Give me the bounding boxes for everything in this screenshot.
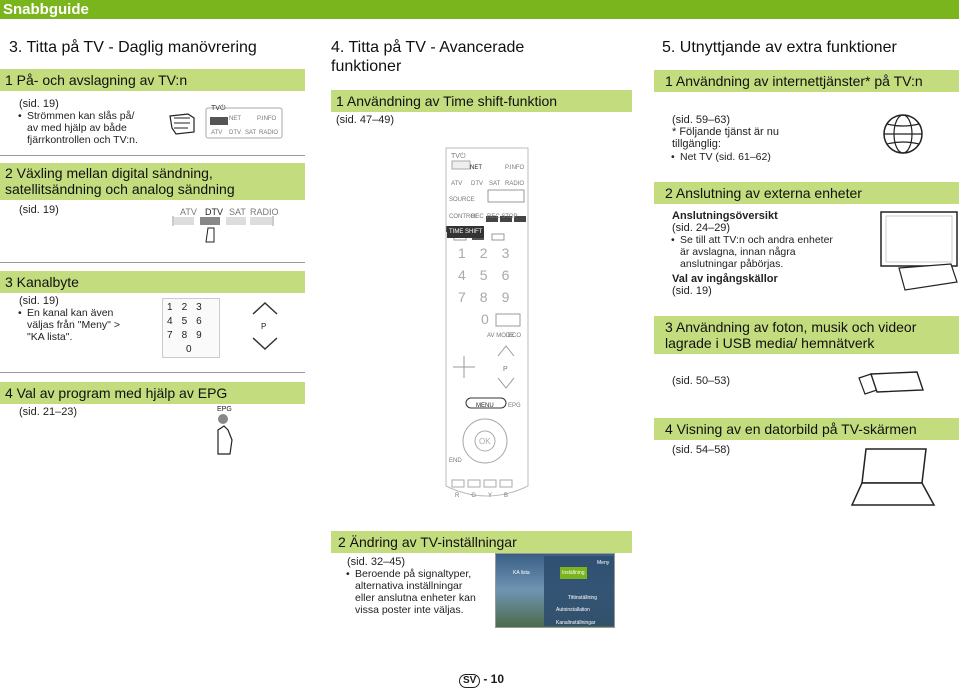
remote2-menu: MENU: [476, 403, 494, 409]
source-remote-illustration: [172, 216, 274, 243]
laptop-icon: [850, 448, 936, 506]
epg-button-hand-illustration: [217, 414, 233, 455]
remote2-pinfo: P.INFO: [505, 165, 525, 171]
col1-s3-bullet: En kanal kan även väljas från "Meny" > "…: [18, 307, 132, 343]
power-remote-illustration: [169, 107, 283, 139]
remote2-dtv: DTV: [471, 181, 483, 187]
col1-s3-heading: 3 Kanalbyte: [0, 271, 305, 293]
col1-s4-ref: (sid. 21–23): [19, 406, 78, 418]
col3-title: 5. Utnyttjande av extra funktioner: [662, 39, 897, 56]
remote2-keys-row-2: 456: [458, 267, 524, 283]
col1-s3-ref: (sid. 19): [19, 295, 59, 307]
col1-s1-heading: 1 På- och avslagning av TV:n: [0, 69, 305, 91]
col3-s2-sub1: Anslutningsöversikt: [672, 210, 778, 222]
col1-divider-2: [0, 262, 305, 263]
keypad-row-2: 456: [167, 316, 211, 327]
remote2-avmode: AV MODE: [487, 333, 515, 339]
bottom-ref: (sid. 32–45): [347, 556, 406, 568]
remote2-radio: RADIO: [505, 181, 525, 187]
remote2-control: CONTROL: [449, 214, 479, 220]
remote2-timeshift: TIME SHIFT: [447, 226, 485, 238]
col1-divider-3: [0, 372, 305, 373]
pointing-hand-icon: [217, 425, 233, 455]
remote-dtv-small-label: DTV: [229, 130, 241, 136]
remote2-atv: ATV: [451, 181, 463, 187]
menu-screen-title: Meny: [597, 560, 610, 566]
keypad-row-3: 789: [167, 330, 211, 341]
col3-s1-ref: (sid. 59–63): [672, 114, 731, 126]
globe-icon: [883, 114, 923, 154]
col3-s1-heading: 1 Användning av internettjänster* på TV:…: [654, 70, 959, 92]
remote2-source: SOURCE: [449, 197, 475, 203]
language-badge: SV: [459, 674, 481, 688]
channel-p-label: P: [261, 322, 267, 331]
remote2-p: P: [503, 366, 508, 373]
epg-button-label: EPG: [217, 406, 232, 413]
remote2-tv: TV⏻: [451, 153, 466, 160]
remote2-net: NET: [470, 165, 482, 171]
col1-s1-bullet: Strömmen kan slås på/ av med hjälp av bå…: [18, 110, 147, 146]
radio-button-label: RADIO: [250, 207, 279, 217]
col3-s2-bullet: Se till att TV:n och andra enheter är av…: [671, 234, 840, 270]
col3-s3-heading: 3 Användning av foton, musik och videor …: [654, 316, 959, 354]
col3-s2-ref1: (sid. 24–29): [672, 222, 731, 234]
remote-net-label: NET: [229, 116, 241, 122]
keypad-row-1: 123: [167, 302, 211, 313]
usb-stick-icon: [858, 371, 924, 395]
remote2-keys-row-1: 123: [458, 245, 524, 261]
remote-sat-small-label: SAT: [245, 130, 257, 136]
col3-s3-ref: (sid. 50–53): [672, 375, 731, 387]
col1-s1-ref: (sid. 19): [19, 98, 59, 110]
page-number: SV- 10: [459, 672, 504, 688]
menu-screen-installning: Inställning: [560, 567, 587, 579]
bottom-heading: 2 Ändring av TV-inställningar: [331, 531, 632, 553]
remote-pinfo-label: P.INFO: [257, 116, 277, 122]
col3-s1-note: * Följande tjänst är nu tillgänglig:: [672, 126, 780, 150]
menu-screen-kanalinstallningar: Kanalinställningar: [556, 620, 596, 626]
menu-screen-ka-lista: KA lista: [513, 570, 530, 576]
channel-updown-icon: [252, 301, 278, 351]
bottom-bullet: Beroende på signaltyper, alternativa ins…: [346, 568, 485, 616]
remote-tv-label: TV⏻: [211, 105, 226, 112]
tv-and-player-icon: [880, 211, 958, 291]
atv-button-label: ATV: [180, 207, 197, 217]
pointing-hand-icon: [169, 113, 195, 135]
col3-s1-bullet: Net TV (sid. 61–62): [671, 151, 800, 163]
col2-s1-ref: (sid. 47–49): [336, 114, 395, 126]
menu-screen-autoinstallation: Autoinstallation: [556, 607, 590, 613]
channel-keypad: [162, 298, 220, 358]
remote2-rec: REC: [471, 214, 484, 220]
col1-s2-ref: (sid. 19): [19, 204, 59, 216]
col3-s4-heading: 4 Visning av en datorbild på TV-skärmen: [654, 418, 959, 440]
remote2-keys-row-4: 0: [481, 311, 489, 327]
col3-s2-sub2: Val av ingångskällor: [672, 273, 778, 285]
remote2-eco: ECO: [508, 333, 522, 339]
col3-s2-heading: 2 Anslutning av externa enheter: [654, 182, 959, 204]
col3-s4-ref: (sid. 54–58): [672, 444, 731, 456]
remote2-color-keys: RGYB: [455, 493, 521, 499]
menu-screen-tittinstallning: Tittinställning: [568, 595, 597, 601]
col2-title: 4. Titta på TV - Avancerade funktioner: [331, 39, 525, 75]
remote2-recstop: REC STOP: [487, 214, 518, 220]
keypad-row-4: 0: [186, 344, 192, 355]
header-bar: Snabbguide: [0, 0, 959, 19]
col1-s2-heading: 2 Växling mellan digital sändning, satel…: [0, 163, 305, 200]
remote-atv-small-label: ATV: [211, 130, 223, 136]
col1-title: 3. Titta på TV - Daglig manövrering: [9, 39, 257, 56]
remote2-sat: SAT: [489, 181, 501, 187]
header-title: Snabbguide: [3, 1, 89, 18]
remote2-keys-row-3: 789: [458, 289, 524, 305]
col1-divider-1: [0, 155, 305, 156]
dtv-button-label: DTV: [205, 207, 223, 217]
pointing-hand-icon: [205, 227, 215, 243]
page-number-text: - 10: [483, 672, 505, 686]
col2-s1-heading: 1 Användning av Time shift-funktion: [331, 90, 632, 112]
col3-s2-ref2: (sid. 19): [672, 285, 712, 297]
remote-radio-small-label: RADIO: [259, 130, 279, 136]
sat-button-label: SAT: [229, 207, 246, 217]
col1-s4-heading: 4 Val av program med hjälp av EPG: [0, 382, 305, 404]
remote2-ok: OK: [479, 437, 491, 446]
remote2-end: END: [449, 458, 462, 464]
remote2-epg: EPG: [508, 403, 521, 409]
